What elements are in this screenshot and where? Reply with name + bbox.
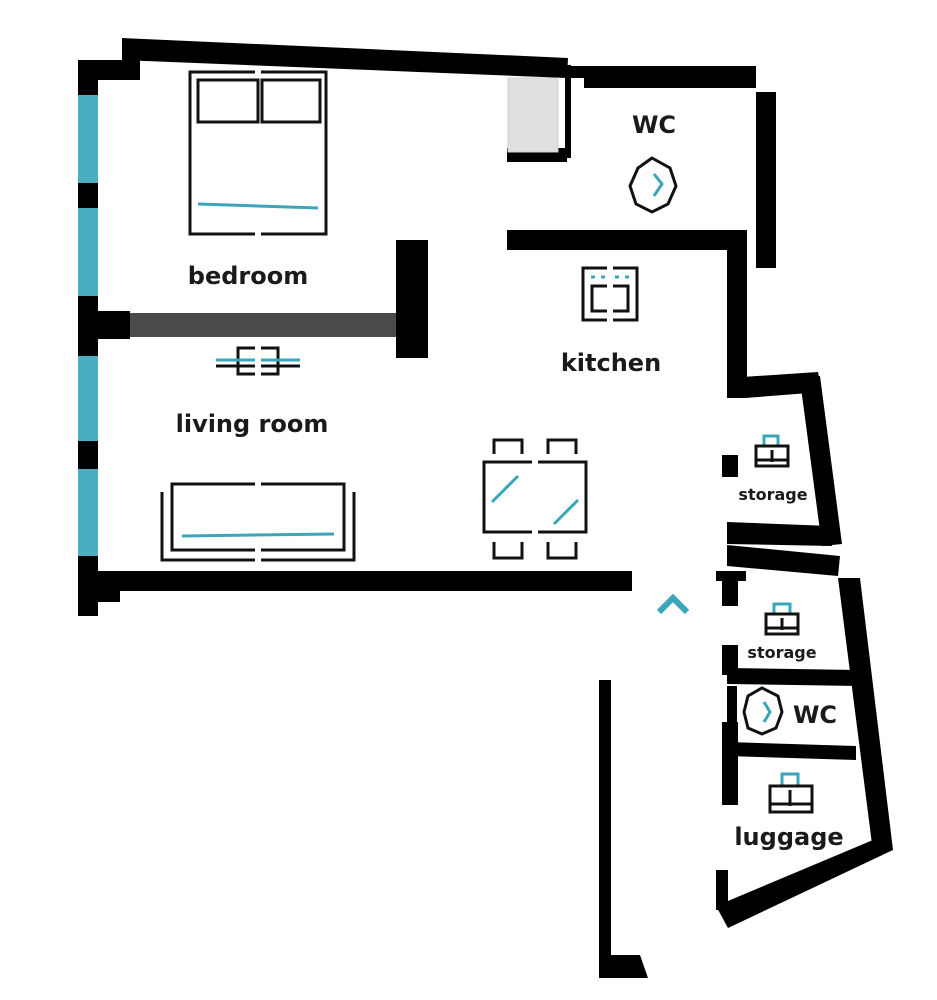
tv-icon	[216, 345, 300, 377]
wall-luggage-bottom	[716, 840, 893, 928]
wall-bedroom-kitchen-v	[507, 148, 517, 162]
wall-kitchen-right	[727, 248, 747, 398]
wall-wc-top	[565, 66, 756, 88]
wall-bed-living	[98, 311, 130, 339]
wall-pillar	[396, 240, 428, 358]
bed-icon	[188, 68, 328, 238]
room-label-living-room: living room	[176, 410, 329, 438]
room-label-wc-hall: WC	[793, 701, 837, 729]
room-label-wc: WC	[632, 111, 676, 139]
walls	[78, 38, 893, 978]
wall-corridor-bottom	[599, 955, 648, 978]
windows	[78, 95, 98, 556]
oven-icon	[581, 264, 639, 324]
wall-lower-top	[727, 545, 840, 576]
wall-storage1-left	[722, 455, 738, 477]
room-label-storage: storage	[738, 485, 807, 504]
wall-lower-left-4	[716, 870, 728, 910]
wall-storage1-top	[727, 372, 822, 398]
window-1	[78, 95, 98, 183]
wall-top-corner	[78, 60, 140, 95]
room-label-storage: storage	[747, 643, 816, 662]
wall-storage1-bottom	[727, 522, 832, 546]
wall-wc-bottom	[507, 230, 747, 250]
window-3	[78, 356, 98, 441]
wall-top	[122, 38, 568, 78]
wall-bottom-right	[716, 571, 746, 581]
wall-left-1	[78, 183, 98, 208]
wall-lower-left-2	[722, 645, 738, 675]
storage-icon	[754, 434, 790, 468]
wall-wc2-left	[727, 686, 737, 756]
wall-wc-right	[756, 66, 776, 268]
entrance-arrow-icon	[656, 593, 690, 615]
wall-lower-left	[722, 581, 738, 606]
wall-wc2-bottom	[727, 742, 856, 760]
sliding-door	[130, 313, 396, 337]
room-label-kitchen: kitchen	[561, 349, 661, 377]
window-4	[78, 469, 98, 556]
toilet-icon	[628, 156, 678, 214]
wall-left-4	[78, 556, 98, 616]
room-label-luggage: luggage	[734, 823, 843, 851]
room-label-bedroom: bedroom	[188, 262, 308, 290]
wall-left-3	[78, 441, 98, 469]
storage-icon	[768, 772, 814, 814]
wall-lower-outer	[838, 578, 893, 852]
wall-corridor-left	[599, 680, 611, 976]
wall-left-2	[78, 296, 98, 356]
wall-storage2-bottom	[727, 668, 858, 686]
wall-left-notch	[98, 590, 120, 602]
window-2	[78, 208, 98, 296]
wall-bottom	[98, 571, 632, 591]
sofa-icon	[160, 480, 356, 565]
shaft	[507, 77, 559, 153]
dining-table-icon	[482, 438, 588, 560]
wall-wc-left	[565, 65, 571, 158]
storage-icon	[764, 602, 800, 636]
toilet-icon	[742, 686, 784, 736]
wall-storage1-right	[800, 376, 842, 546]
